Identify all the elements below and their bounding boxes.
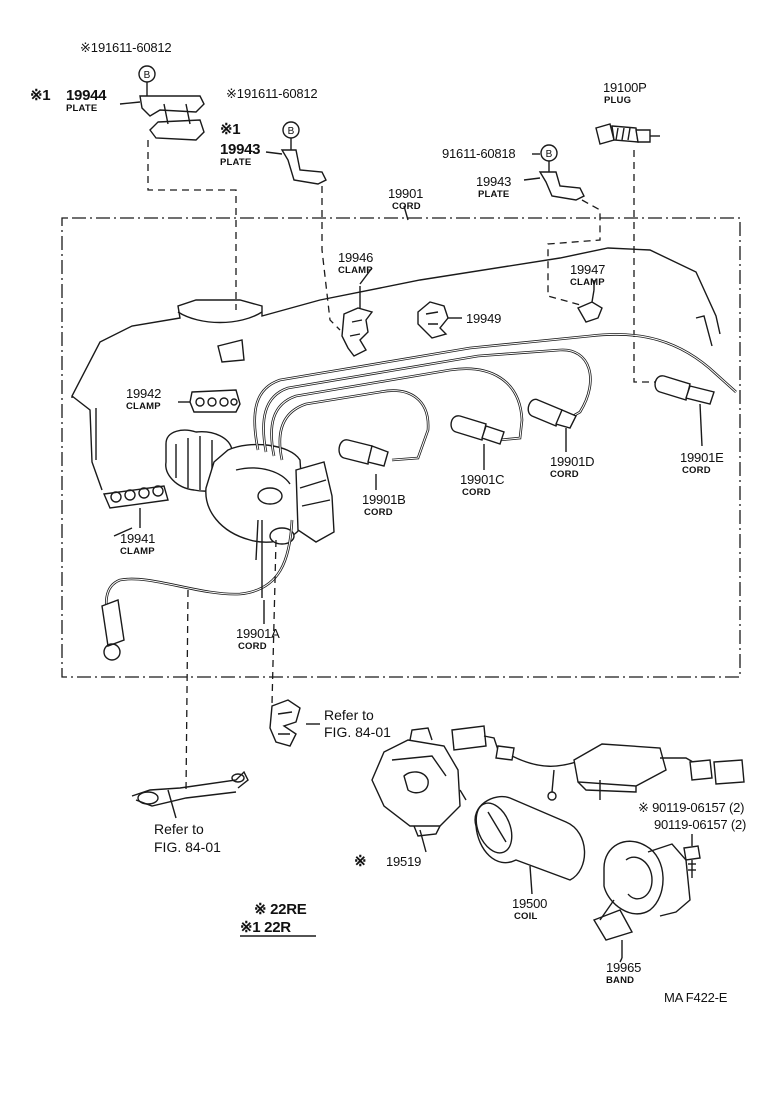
label-19949-num: 19949 xyxy=(466,311,501,326)
bolt-b-marker: B xyxy=(144,70,151,81)
coil-band-drawing xyxy=(592,840,691,958)
spark-plug-drawing xyxy=(595,123,660,145)
label-19901a-num: 19901A xyxy=(236,626,280,641)
label-19901d-num: 19901D xyxy=(550,454,594,469)
label-19100p-name: PLUG xyxy=(604,95,631,106)
label-19943-left-num: 19943 xyxy=(220,141,260,158)
label-19901b-num: 19901B xyxy=(362,492,406,507)
assembly-boundary xyxy=(61,217,741,678)
ref-bracket-line1: Refer to xyxy=(154,821,204,837)
label-19500-name: COIL xyxy=(514,911,538,922)
label-19901e-num: 19901E xyxy=(680,450,724,465)
bolt-b-marker-3: B xyxy=(546,149,553,160)
leader-19943-left xyxy=(321,186,341,331)
leader-lower-bracket xyxy=(185,589,189,793)
engine-head-cover-drawing xyxy=(71,247,721,491)
clamp-19949-drawing xyxy=(417,301,462,339)
distributor-drawing xyxy=(165,429,335,545)
label-19500-num: 19500 xyxy=(512,896,547,911)
label-19943-left-name: PLATE xyxy=(220,157,251,168)
diagram-id: MA F422-E xyxy=(664,990,728,1005)
bolt-b-marker-2: B xyxy=(288,126,295,137)
plate-19944-drawing: B xyxy=(119,65,205,141)
lower-clip-drawing xyxy=(269,699,301,747)
label-19901-name: CORD xyxy=(392,201,421,212)
plate-19943-left-drawing: B xyxy=(265,121,327,185)
label-19965-num: 19965 xyxy=(606,960,641,975)
label-19901e-name: CORD xyxy=(682,465,711,476)
label-19943-right-num: 19943 xyxy=(476,174,511,189)
clamp-19941-drawing xyxy=(102,485,169,528)
clamp-19942-drawing xyxy=(178,389,241,413)
ref-clip-line1: Refer to xyxy=(324,707,374,723)
distributor-cap-drawing xyxy=(371,727,467,837)
clamp-19947-drawing xyxy=(577,289,603,323)
label-19901c-num: 19901C xyxy=(460,472,504,487)
leader-plug xyxy=(633,150,660,383)
ignition-cords-drawing xyxy=(105,333,737,621)
leader-19944 xyxy=(147,140,237,310)
label-screw-2: 90119-06157 (2) xyxy=(654,817,746,832)
label-19942-num: 19942 xyxy=(126,386,161,401)
label-19946-name: CLAMP xyxy=(338,265,373,276)
leader-lower-clip xyxy=(271,539,277,705)
label-19942-name: CLAMP xyxy=(126,401,161,412)
lower-bracket-drawing xyxy=(131,770,249,807)
label-19943-right-name: PLATE xyxy=(478,189,509,200)
label-19519-prefix: ※ xyxy=(354,853,366,870)
label-19943-left-prefix: ※1 xyxy=(220,121,240,138)
label-19941-name: CLAMP xyxy=(120,546,155,557)
label-19941-num: 19941 xyxy=(120,531,155,546)
legend-row-1: ※ 22RE xyxy=(254,901,307,918)
label-19901d-name: CORD xyxy=(550,469,579,480)
leader-19943-right xyxy=(547,199,601,307)
label-bolt-right-num: 91611-60818 xyxy=(442,146,515,161)
label-19947-name: CLAMP xyxy=(570,277,605,288)
label-19519-num: 19519 xyxy=(386,854,421,869)
ref-bracket-line2: FIG. 84-01 xyxy=(154,839,221,855)
label-19901c-name: CORD xyxy=(462,487,491,498)
label-19965-name: BAND xyxy=(606,975,634,986)
label-leaders xyxy=(113,205,703,963)
label-19901b-name: CORD xyxy=(364,507,393,518)
igniter-module-drawing xyxy=(451,725,745,801)
label-19901a-name: CORD xyxy=(238,641,267,652)
label-19100p-num: 19100P xyxy=(603,80,647,95)
ignition-coil-drawing xyxy=(474,796,586,881)
label-19947-num: 19947 xyxy=(570,262,605,277)
label-bolt-top-left: ※1 xyxy=(80,40,98,55)
label-screw-1: ※ 90119-06157 (2) xyxy=(638,800,744,815)
label-bolt-mid-num: 91611-60812 xyxy=(244,86,317,101)
label-bolt-mid-prefix: ※1 xyxy=(226,86,244,101)
band-screw-drawing xyxy=(683,834,701,878)
legend-row-2: ※1 22R xyxy=(240,919,291,936)
plate-19943-right-drawing: B xyxy=(523,144,585,201)
label-19944-prefix: ※1 xyxy=(30,87,50,104)
clamp-19946-drawing xyxy=(341,286,374,357)
label-bolt-top-left-num: 91611-60812 xyxy=(98,40,171,55)
ref-clip-line2: FIG. 84-01 xyxy=(324,724,391,740)
label-19944-name: PLATE xyxy=(66,103,97,114)
cord-boots-drawing xyxy=(101,375,715,661)
label-19901-num: 19901 xyxy=(388,186,423,201)
label-19946-num: 19946 xyxy=(338,250,373,265)
label-19944-num: 19944 xyxy=(66,87,107,104)
